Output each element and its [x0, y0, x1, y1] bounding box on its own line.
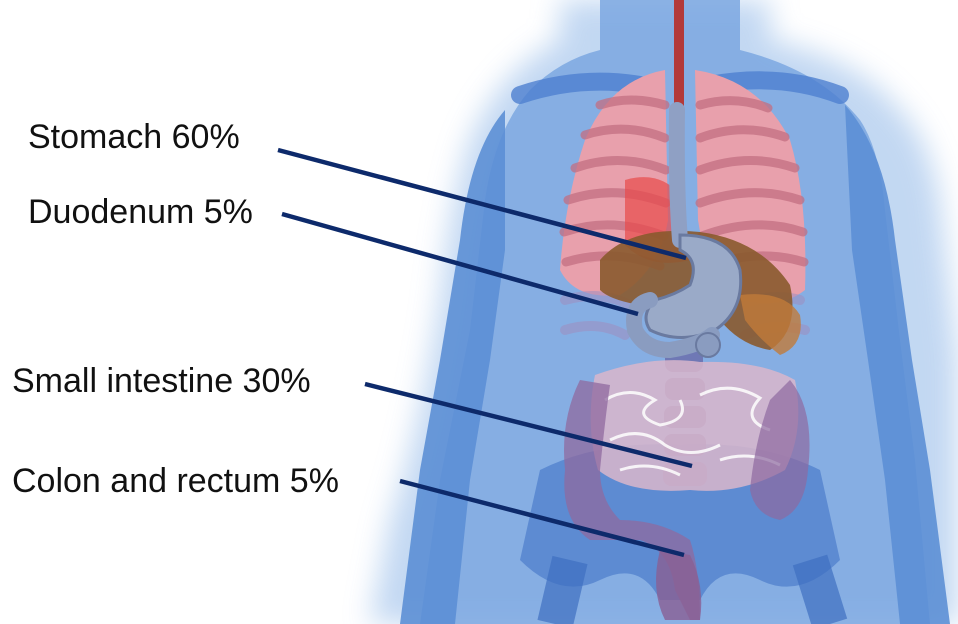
duodenum-bulb: [696, 333, 720, 357]
label-duodenum: Duodenum 5%: [28, 193, 253, 231]
label-stomach: Stomach 60%: [28, 118, 240, 156]
label-colon-rectum: Colon and rectum 5%: [12, 462, 339, 500]
esophagus-lower: [677, 110, 680, 240]
label-small-intestine: Small intestine 30%: [12, 362, 311, 400]
